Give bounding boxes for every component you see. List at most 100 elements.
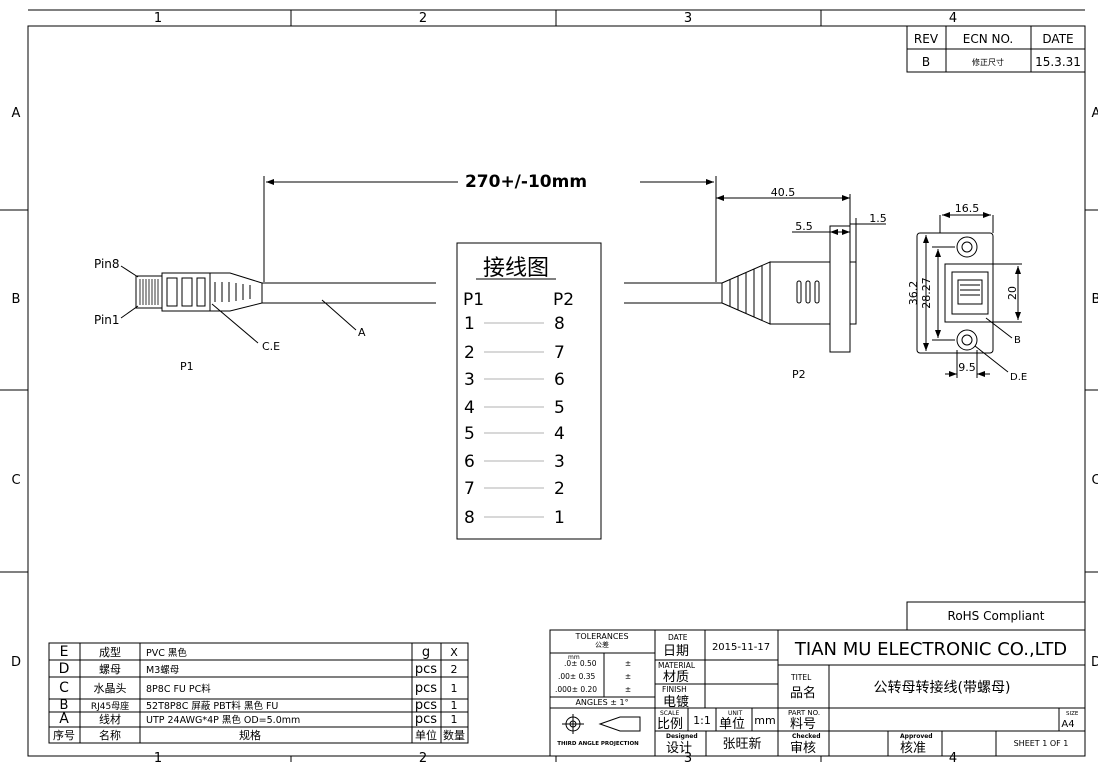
checked-label: Checked	[792, 733, 821, 740]
row-label-c-right: C	[1091, 473, 1098, 488]
p2-connector	[624, 194, 886, 353]
designer-name: 张旺新	[722, 736, 761, 752]
bom-spec: PVC 黑色	[146, 647, 187, 659]
dim-28-27: 28.27	[920, 277, 933, 309]
tol-2-pm: ±	[625, 672, 631, 681]
mm-label: mm	[568, 654, 580, 661]
rohs-label: RoHS Compliant	[948, 609, 1045, 623]
bom-spec: 8P8C FU PC料	[146, 683, 211, 695]
length-label: 270+/-10mm	[465, 172, 587, 192]
wiring-p2-pin: 8	[554, 314, 565, 334]
unit-value: mm	[754, 714, 775, 727]
date-header: DATE	[1042, 32, 1073, 46]
bom-header-qty: 数量	[443, 729, 465, 742]
designed-label: Designed	[666, 733, 698, 740]
projection-label: THIRD ANGLE PROJECTION	[557, 741, 639, 747]
bom-name: 线材	[99, 712, 121, 726]
date-label: DATE	[668, 633, 688, 642]
ce-callout-left: C.E	[262, 340, 280, 353]
de-callout: D.E	[1010, 372, 1027, 383]
row-label-d-right: D	[1091, 655, 1098, 670]
bom-header-name: 名称	[99, 728, 121, 742]
dim-16-5: 16.5	[955, 202, 980, 215]
tol-1-pm: ±	[625, 659, 631, 668]
bom-no: D	[59, 661, 70, 677]
length-dimension	[263, 176, 717, 282]
bom-no: B	[60, 698, 69, 713]
row-label-a-right: A	[1092, 106, 1098, 121]
wiring-col-p2: P2	[553, 290, 574, 310]
wiring-p2-pin: 1	[554, 508, 565, 528]
bom-spec: M3螺母	[146, 665, 179, 676]
bom-qty: 1	[451, 699, 458, 712]
company-name: TIAN MU ELECTRONIC CO.,LTD	[794, 639, 1067, 660]
row-label-d: D	[11, 655, 21, 670]
wiring-p1-pin: 7	[464, 479, 475, 499]
titel-cn: 品名	[790, 685, 816, 701]
tolerances-label: TOLERANCES	[574, 632, 628, 641]
bom-unit: g	[422, 645, 430, 660]
row-label-c: C	[11, 473, 20, 488]
wiring-p2-pin: 2	[554, 479, 565, 499]
col-label-1-bottom: 1	[154, 751, 162, 762]
wiring-p1-pin: 2	[464, 343, 475, 363]
col-label-2: 2	[419, 11, 427, 26]
angles-label: ANGLES ± 1°	[575, 698, 628, 707]
ecn-value: 修正尺寸	[972, 57, 1004, 67]
approved-cn: 核准	[900, 741, 926, 756]
bom-header-spec: 规格	[239, 728, 261, 742]
title-block: RoHS Compliant TOLERANCES 公差 mm .0± 0.50…	[549, 601, 1086, 757]
bom-name: 成型	[99, 645, 121, 659]
bom-spec: 52T8P8C 屏蔽 PBT料 黑色 FU	[146, 700, 278, 712]
wiring-p1-pin: 1	[464, 314, 475, 334]
bom-qty: 1	[451, 713, 458, 726]
scale-label: SCALE	[660, 710, 679, 717]
checked-cn: 审核	[790, 741, 816, 756]
bom-unit: pcs	[415, 662, 437, 677]
revision-table: REV ECN NO. DATE B 修正尺寸 15.3.31	[906, 25, 1086, 73]
bom-qty: 1	[451, 682, 458, 695]
ecn-header: ECN NO.	[963, 32, 1014, 46]
rev-date-value: 15.3.31	[1035, 55, 1081, 69]
scale-cn: 比例	[657, 717, 683, 732]
wiring-title: 接线图	[483, 256, 549, 281]
col-label-2-bottom: 2	[419, 751, 427, 762]
bom-header-unit: 单位	[415, 728, 437, 742]
wiring-p1-pin: 6	[464, 452, 475, 472]
part-cn: 料号	[790, 717, 816, 732]
part-label: PART NO.	[788, 709, 820, 717]
wiring-p2-pin: 6	[554, 370, 565, 390]
wiring-p1-pin: 3	[464, 370, 475, 390]
bom-unit: pcs	[415, 698, 437, 713]
dim-1-5: 1.5	[869, 212, 887, 225]
material-cn: 材质	[663, 670, 689, 685]
p1-label: P1	[180, 360, 194, 373]
bom-no: A	[59, 711, 69, 727]
size-value: A4	[1061, 719, 1074, 730]
wiring-p2-pin: 7	[554, 343, 565, 363]
bom-no: E	[60, 644, 69, 660]
bom-no: C	[59, 680, 69, 696]
wiring-p1-pin: 5	[464, 424, 475, 444]
pin1-label: Pin1	[94, 313, 120, 327]
tolerances-cn: 公差	[595, 640, 609, 649]
row-label-b-right: B	[1092, 292, 1098, 307]
finish-label: FINISH	[662, 685, 687, 694]
wiring-p2-pin: 5	[554, 398, 565, 418]
date-value: 2015-11-17	[712, 642, 770, 653]
bom-unit: pcs	[415, 681, 437, 696]
row-label-b: B	[12, 292, 21, 307]
bom-unit: pcs	[415, 712, 437, 727]
col-label-4: 4	[949, 11, 957, 26]
unit-label: UNIT	[728, 710, 743, 717]
bom-name: RJ45母座	[91, 700, 129, 712]
rev-header: REV	[914, 32, 939, 46]
b-callout: B	[1014, 335, 1021, 346]
finish-cn: 电镀	[663, 694, 689, 710]
size-label: SIZE	[1066, 711, 1079, 717]
titel-label: TITEL	[790, 673, 812, 682]
wiring-p2-pin: 3	[554, 452, 565, 472]
